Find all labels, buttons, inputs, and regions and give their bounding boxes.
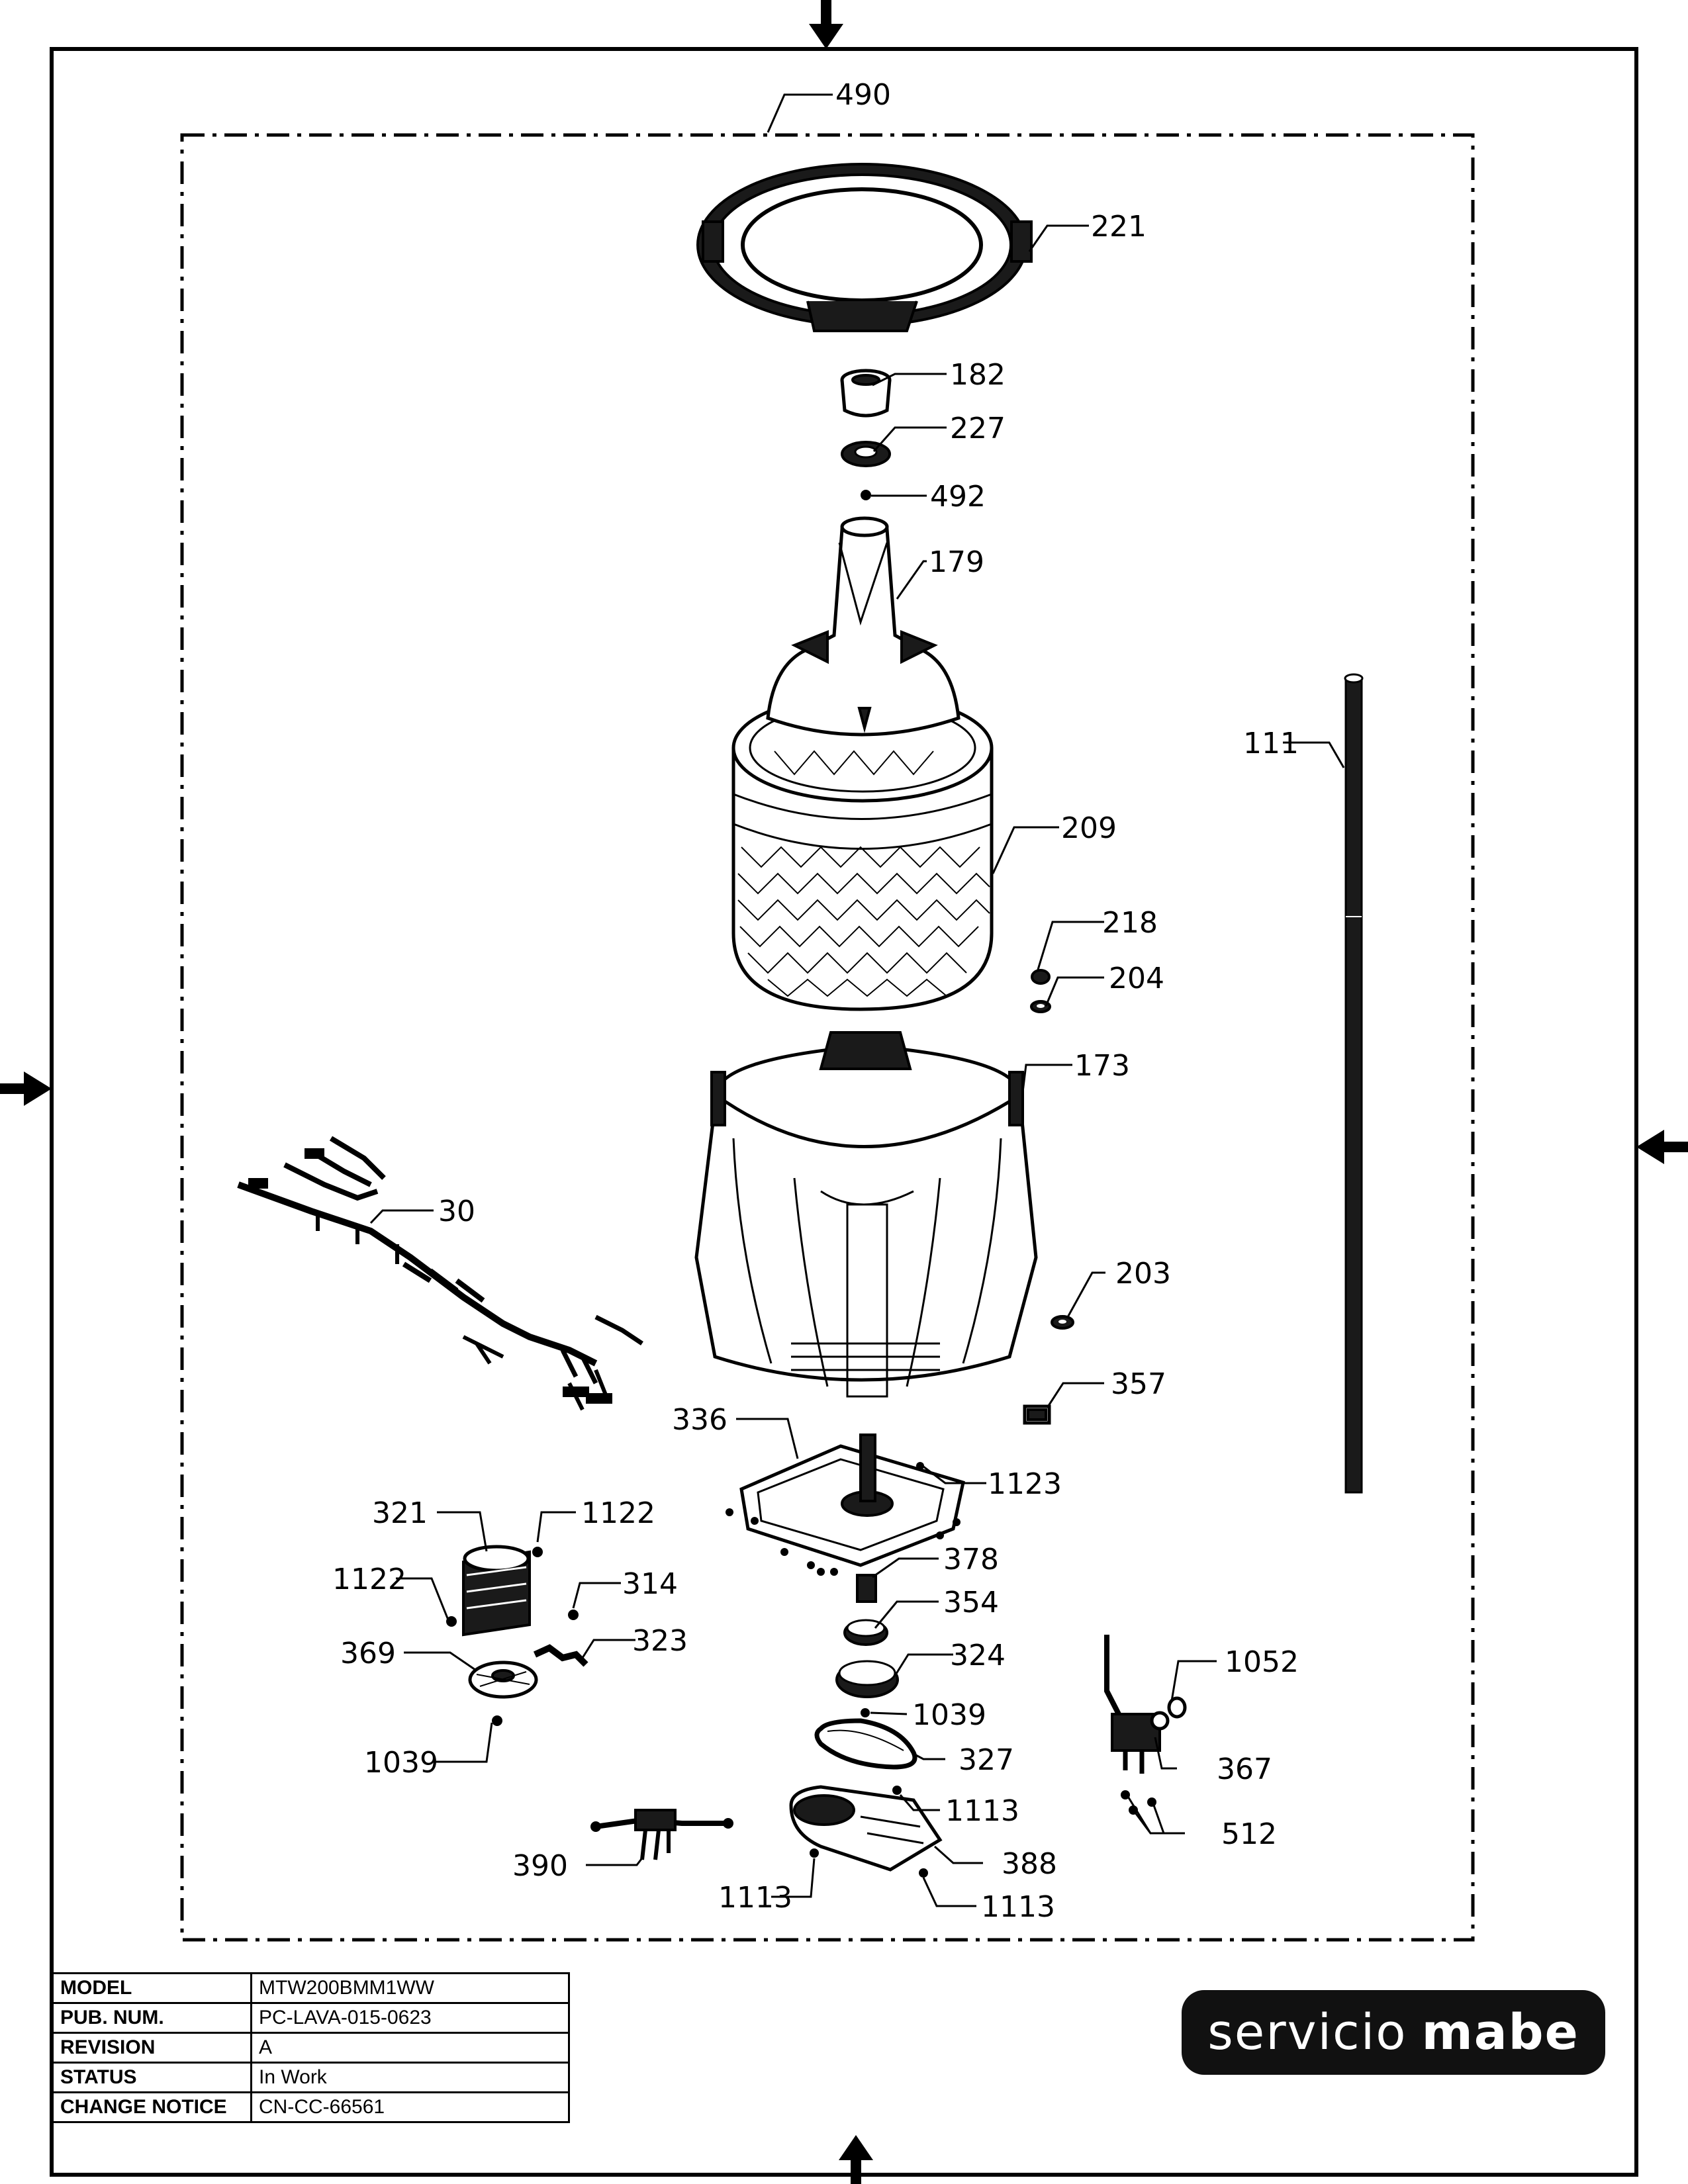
basket-perforation-pattern [737, 846, 990, 997]
part-203-washer [1051, 1315, 1074, 1330]
table-row: CHANGE NOTICE CN-CC-66561 [52, 2091, 570, 2123]
callout-378: 378 [943, 1543, 999, 1576]
status-value: In Work [250, 2062, 570, 2093]
callout-388: 388 [1002, 1847, 1057, 1881]
part-336-mounting-plate [726, 1433, 965, 1576]
part-492-nut [861, 490, 871, 500]
callout-30: 30 [438, 1195, 475, 1228]
part-1052-clamp [1167, 1696, 1187, 1719]
callout-227: 227 [950, 412, 1006, 445]
part-204-washer [1030, 1000, 1051, 1013]
callout-1113c: 1113 [981, 1890, 1055, 1924]
table-row: STATUS In Work [52, 2062, 570, 2093]
callout-1052: 1052 [1225, 1645, 1299, 1679]
callout-1039a: 1039 [364, 1746, 438, 1780]
callout-1113b: 1113 [718, 1881, 792, 1915]
revision-label: REVISION [52, 2032, 252, 2064]
model-label: MODEL [52, 1972, 252, 2004]
callout-1122a: 1122 [581, 1496, 655, 1530]
part-354-pulley-small [843, 1619, 888, 1646]
callout-324: 324 [950, 1639, 1006, 1672]
part-209-wash-basket [731, 693, 994, 1011]
center-arrow-left [0, 1071, 52, 1106]
callout-1123: 1123 [988, 1467, 1062, 1501]
part-324-pulley-large [835, 1660, 899, 1698]
callout-209: 209 [1061, 811, 1117, 845]
table-row: PUB. NUM. PC-LAVA-015-0623 [52, 2002, 570, 2034]
part-323-connector [533, 1644, 588, 1667]
status-label: STATUS [52, 2062, 252, 2093]
table-row: REVISION A [52, 2032, 570, 2064]
pub-num-label: PUB. NUM. [52, 2002, 252, 2034]
callout-111: 111 [1243, 727, 1299, 760]
change-notice-value: CN-CC-66561 [250, 2091, 570, 2123]
part-327-belt [814, 1718, 917, 1770]
center-arrow-bottom [839, 2135, 873, 2184]
part-179-agitator [766, 516, 961, 737]
callout-179: 179 [929, 545, 984, 579]
callout-357: 357 [1111, 1367, 1166, 1401]
part-378-coupler [856, 1574, 877, 1603]
callout-314: 314 [622, 1567, 678, 1601]
assembly-boundary-490 [180, 133, 1475, 1942]
callout-336: 336 [672, 1403, 727, 1437]
callout-492: 492 [930, 480, 986, 514]
part-388-bracket [789, 1785, 943, 1878]
callout-390: 390 [512, 1849, 568, 1883]
callout-321: 321 [372, 1496, 428, 1530]
part-1039-nut-left [492, 1715, 502, 1726]
part-221-balance-ring [696, 163, 1033, 332]
callout-182: 182 [950, 358, 1006, 392]
part-30-wire-harness [237, 1136, 643, 1411]
callout-323: 323 [632, 1624, 688, 1658]
callout-204: 204 [1109, 962, 1164, 995]
part-357-clip [1023, 1404, 1051, 1425]
logo-word-mabe: mabe [1421, 2004, 1579, 2061]
callout-173: 173 [1074, 1049, 1130, 1083]
title-block-table: MODEL MTW200BMM1WW PUB. NUM. PC-LAVA-015… [52, 1972, 570, 2123]
callout-1113a: 1113 [945, 1794, 1019, 1828]
part-173-tub [694, 1031, 1038, 1398]
part-390-wire-harness [590, 1809, 733, 1860]
pub-num-value: PC-LAVA-015-0623 [250, 2002, 570, 2034]
table-row: MODEL MTW200BMM1WW [52, 1972, 570, 2004]
part-314-screw [568, 1610, 579, 1620]
callout-490: 490 [835, 78, 891, 112]
revision-value: A [250, 2032, 570, 2064]
callout-367: 367 [1217, 1752, 1272, 1786]
center-arrow-top [809, 0, 843, 49]
model-value: MTW200BMM1WW [250, 1972, 570, 2004]
part-182-bushing [840, 369, 892, 418]
callout-1039b: 1039 [912, 1698, 986, 1732]
part-218-cap [1031, 969, 1051, 985]
part-367-water-valve [1104, 1635, 1170, 1774]
logo-word-servicio: servicio [1207, 2004, 1407, 2061]
change-notice-label: CHANGE NOTICE [52, 2091, 252, 2123]
callout-labels: 490 221 182 227 492 179 111 209 218 204 … [332, 78, 1299, 1924]
part-111-suspension-rod [1344, 673, 1364, 1494]
callout-203: 203 [1115, 1257, 1171, 1291]
callout-369: 369 [340, 1637, 396, 1670]
center-arrow-right [1636, 1130, 1688, 1164]
callout-221: 221 [1091, 210, 1147, 244]
part-369-pulley [468, 1661, 538, 1699]
callout-327: 327 [959, 1743, 1014, 1777]
callout-218: 218 [1102, 906, 1158, 940]
part-321-motor [446, 1545, 543, 1637]
servicio-mabe-logo: servicio mabe [1182, 1990, 1605, 2075]
leader-lines [369, 93, 1345, 1907]
callout-1122b: 1122 [332, 1563, 406, 1596]
part-512-screws [1121, 1790, 1156, 1815]
outer-frame [50, 47, 1638, 2177]
part-227-seal [841, 441, 891, 467]
part-1039-nut-center [861, 1708, 870, 1717]
callout-354: 354 [943, 1586, 999, 1619]
callout-512: 512 [1221, 1817, 1277, 1851]
